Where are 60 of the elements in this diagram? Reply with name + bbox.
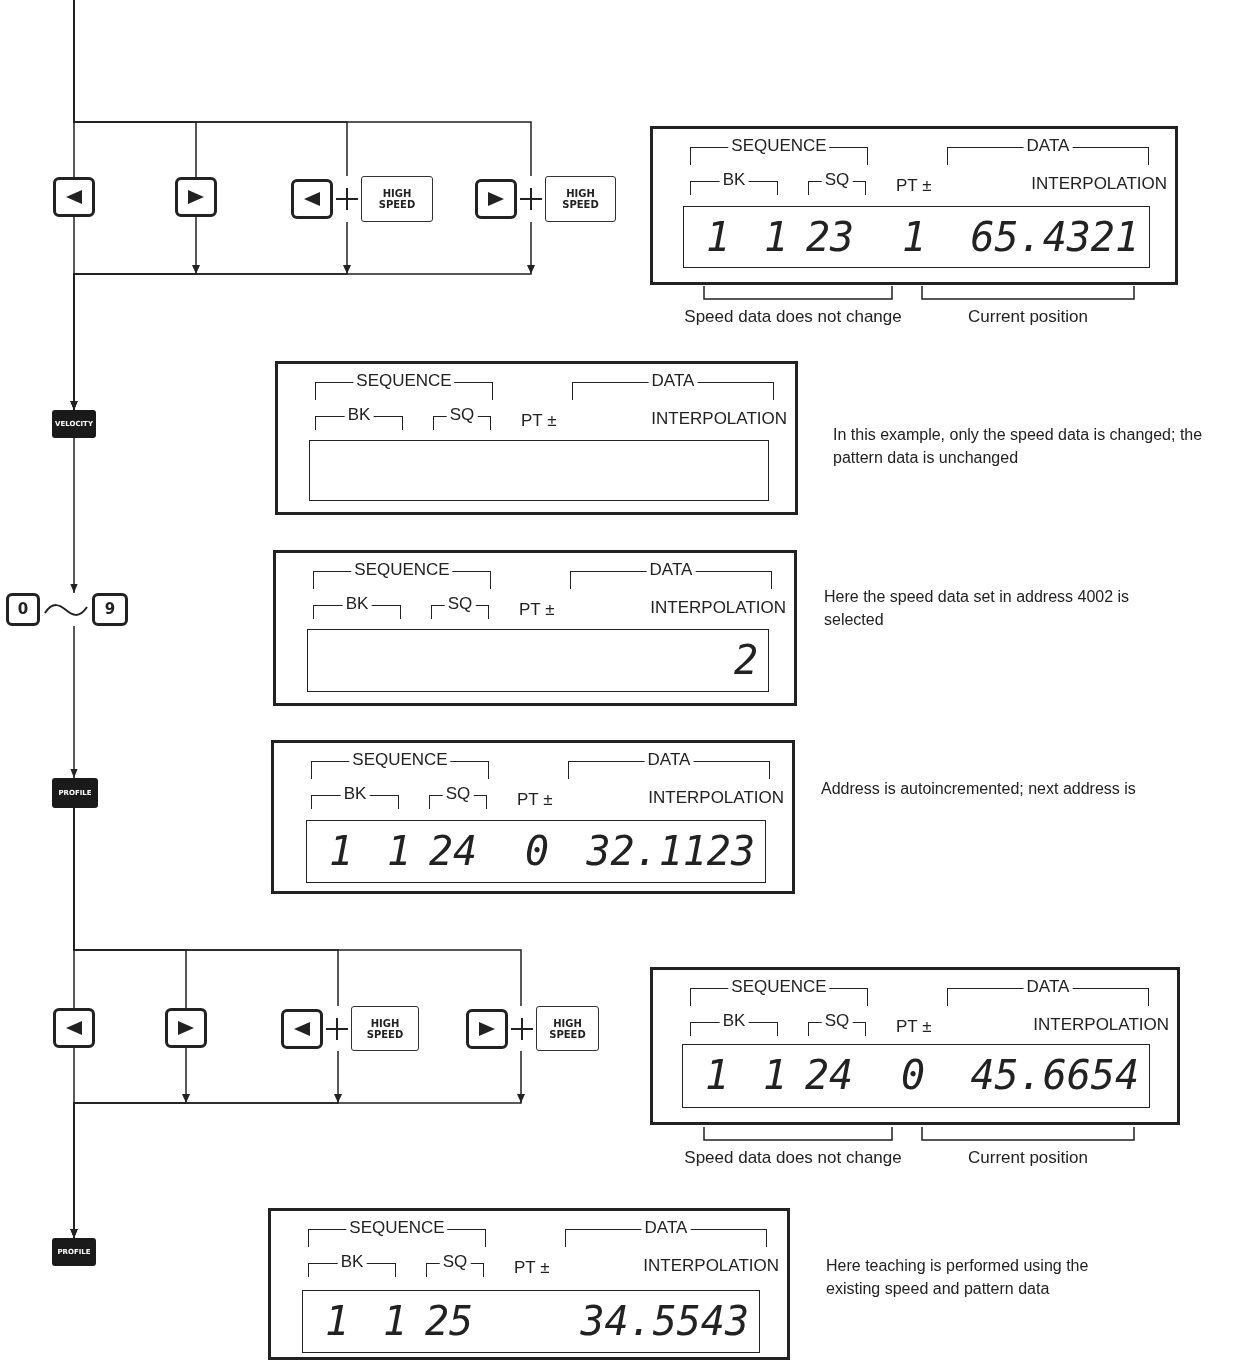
display-digits: 1: [706, 213, 731, 261]
annotation-note: Current position: [968, 306, 1088, 328]
lcd-display: [306, 820, 766, 883]
display-label: INTERPOLATION: [651, 408, 787, 430]
display-digits: 1: [763, 1051, 788, 1099]
display-label: PT ±: [521, 410, 557, 432]
display-digits: 0: [525, 827, 550, 875]
annotation-note: Here the speed data set in address 4002 is selected: [824, 587, 1131, 630]
display-label: INTERPOLATION: [650, 597, 786, 619]
annotation-note: Address is autoincremented; next address is: [821, 779, 1137, 799]
annotation-note: Speed data does not change: [684, 1147, 902, 1169]
flow-arrow: [70, 1050, 522, 1239]
display-digits: 1: [329, 827, 354, 875]
display-digits: 23: [806, 213, 855, 261]
display-digits: 1: [705, 1051, 730, 1099]
annotation-note: In this example, only the speed data is changed; the pattern data is unchanged: [833, 425, 1204, 468]
right-arrow-key: [175, 177, 217, 217]
left-arrow-key: [53, 177, 95, 217]
lcd-display: [682, 1044, 1150, 1108]
display-digits: 1: [387, 827, 412, 875]
display-digits: 2: [733, 636, 758, 684]
flow-arrow: [70, 221, 532, 411]
display-digits: 65.4321: [970, 213, 1139, 261]
lcd-display: [307, 629, 769, 692]
display-digits: 24: [805, 1051, 854, 1099]
display-digits: 32.1123: [586, 827, 755, 875]
left-arrow-key: [53, 1008, 95, 1048]
annotation-note: Speed data does not change: [684, 306, 902, 328]
digit-key: 0: [6, 593, 40, 626]
display-digits: 1: [764, 213, 789, 261]
lcd-display: [302, 1290, 760, 1353]
display-digits: 24: [429, 827, 478, 875]
lcd-display: [309, 440, 769, 501]
display-label: PT ±: [896, 1016, 932, 1038]
display-label: PT ±: [514, 1257, 550, 1279]
display-label: INTERPOLATION: [648, 787, 784, 809]
display-digits: 25: [425, 1297, 474, 1345]
display-label: PT ±: [517, 789, 553, 811]
display-digits: 45.6654: [970, 1051, 1139, 1099]
annotation-note: Current position: [968, 1147, 1088, 1169]
right-arrow-key: [165, 1008, 207, 1048]
display-digits: 1: [325, 1297, 350, 1345]
lcd-display: [683, 206, 1150, 268]
display-label: INTERPOLATION: [1031, 173, 1167, 195]
display-label: PT ±: [896, 175, 932, 197]
flow-arrow: [70, 437, 78, 594]
display-digits: 1: [902, 213, 927, 261]
flow-arrow: [70, 625, 78, 779]
high-speed-key: HIGH SPEED: [361, 176, 433, 222]
display-digits: 1: [383, 1297, 408, 1345]
display-label: PT ±: [519, 599, 555, 621]
high-speed-key: HIGH SPEED: [351, 1006, 419, 1051]
annotation-note: Here teaching is performed using the existing speed and pattern data: [826, 1256, 1090, 1299]
digit-key: 9: [92, 593, 128, 626]
display-digits: 34.5543: [580, 1297, 749, 1345]
display-label: INTERPOLATION: [1033, 1014, 1169, 1036]
display-label: INTERPOLATION: [643, 1255, 779, 1277]
high-speed-key: HIGH SPEED: [545, 176, 616, 222]
high-speed-key: HIGH SPEED: [536, 1006, 599, 1051]
display-digits: 0: [901, 1051, 926, 1099]
